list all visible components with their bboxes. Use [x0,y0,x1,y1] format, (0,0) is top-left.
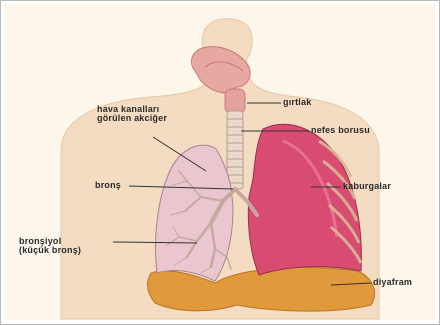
label-larynx: gırtlak [283,98,311,107]
label-bronchiole-line2: (küçük bronş) [19,246,81,255]
label-diaphragm: diyafram [373,278,412,287]
label-bronchiole: bronşiyol (küçük bronş) [19,237,81,255]
label-lung-airways: hava kanalları görülen akciğer [97,105,167,123]
label-bronchus: bronş [95,181,121,190]
larynx-shape [225,89,245,113]
label-ribs: kaburgalar [343,182,391,191]
label-lung-airways-line2: görülen akciğer [97,114,167,123]
trachea-shape [227,111,243,189]
label-trachea: nefes borusu [311,126,370,135]
